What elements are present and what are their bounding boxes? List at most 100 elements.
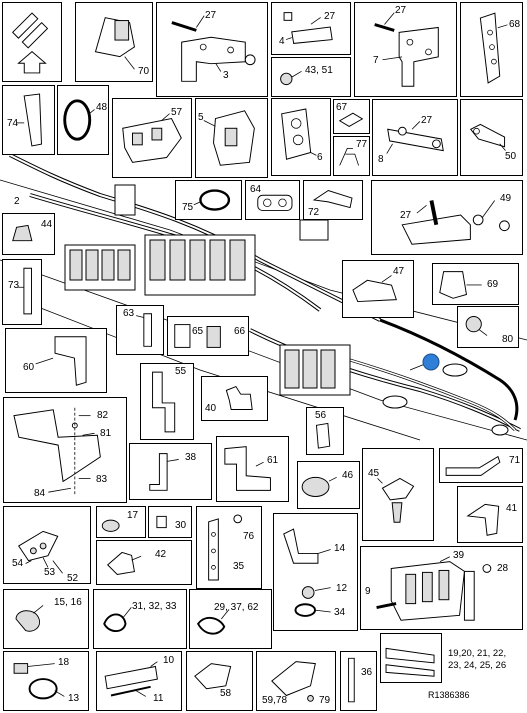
vehicle-front-arrow-icon (11, 12, 49, 74)
callout-6: 6 (317, 152, 323, 163)
callout-39: 39 (453, 550, 465, 561)
callout-36: 36 (361, 667, 373, 678)
part-box-38: 38 (129, 443, 212, 500)
part-box-10-11: 10 11 (96, 651, 182, 711)
part-box-80: 80 (457, 306, 519, 348)
callout-50: 50 (505, 151, 517, 162)
callout-60: 60 (23, 362, 35, 373)
callout-81: 81 (100, 428, 112, 439)
callout-66: 66 (234, 326, 246, 337)
callout-2: 2 (14, 196, 20, 207)
part-box-14-12-34: 14 12 34 (273, 513, 358, 631)
part-box-17: 17 (96, 506, 146, 538)
callout-68: 68 (509, 19, 521, 30)
callout-82: 82 (97, 410, 109, 421)
callout-45: 45 (368, 468, 380, 479)
callout-35: 35 (233, 561, 245, 572)
callout-54: 54 (12, 558, 24, 569)
part-box-43-51: 43, 51 (271, 57, 351, 97)
callout-74: 74 (7, 118, 19, 129)
callout-79: 79 (319, 695, 331, 706)
part-box-73: 73 (2, 259, 42, 325)
part-box-57: 57 (112, 98, 192, 178)
part-box-15-16: 15, 16 (3, 589, 89, 649)
part-box-5: 5 (195, 98, 268, 178)
part-box-76-35: 76 35 (196, 506, 262, 589)
part-box-71: 71 (439, 448, 523, 483)
callout-61: 61 (267, 455, 279, 466)
callout-19-26: 19,20, 21, 22, 23, 24, 25, 26 (448, 648, 506, 672)
callout-27a: 27 (205, 10, 217, 21)
part-box-46: 46 (297, 461, 360, 509)
callout-55: 55 (175, 366, 187, 377)
part-box-41: 41 (457, 486, 523, 543)
reference-number: R1386386 (428, 690, 470, 700)
callout-7: 7 (373, 55, 379, 66)
callout-27b: 27 (324, 11, 336, 22)
part-box-49-27: 27 49 (371, 180, 523, 255)
callout-64: 64 (250, 184, 262, 195)
part-box-64: 64 (245, 180, 300, 220)
part-box-40: 40 (201, 376, 268, 421)
callout-59-78: 59,78 (262, 695, 288, 706)
part-box-29-37-62: 29, 37, 62 (189, 589, 272, 649)
part-box-75: 75 (175, 180, 242, 220)
part-box-36: 36 (340, 651, 377, 711)
callout-12: 12 (336, 583, 348, 594)
part-box-47: 47 (342, 260, 414, 318)
callout-1-marker (422, 353, 440, 371)
part-box-4-27: 27 4 (271, 2, 351, 55)
callout-52: 52 (67, 573, 79, 584)
main-wiring-harness-drawing: 1 2 (0, 140, 527, 460)
part-box-39-28-9: 39 28 9 (360, 546, 523, 630)
callout-42: 42 (155, 549, 167, 560)
callout-58: 58 (220, 688, 232, 699)
callout-75: 75 (182, 202, 194, 213)
callout-73: 73 (8, 280, 20, 291)
callout-67: 67 (336, 102, 348, 113)
callout-27d: 27 (421, 115, 433, 126)
part-box-19-26 (380, 633, 442, 683)
part-box-60: 60 (5, 328, 107, 393)
callout-56: 56 (315, 410, 327, 421)
part-box-8-27: 27 8 (372, 99, 458, 176)
callout-49: 49 (500, 193, 512, 204)
callout-15-16: 15, 16 (54, 597, 82, 608)
callout-10: 10 (163, 655, 175, 666)
callout-18: 18 (58, 657, 70, 668)
part-box-67: 67 (333, 99, 370, 134)
part-box-74: 74 (2, 85, 55, 155)
part-box-55: 55 (140, 363, 194, 440)
callout-77: 77 (356, 139, 368, 150)
part-box-50: 50 (460, 99, 523, 176)
callout-34: 34 (334, 607, 346, 618)
callout-5: 5 (198, 112, 204, 123)
callout-80: 80 (502, 334, 514, 345)
callout-63: 63 (123, 308, 135, 319)
part-box-70: 70 (75, 2, 153, 82)
part-box-18-13: 18 13 (3, 651, 89, 711)
callout-31-32-33: 31, 32, 33 (132, 601, 177, 612)
callout-41: 41 (506, 503, 518, 514)
callout-47: 47 (393, 266, 405, 277)
part-box-6: 6 (271, 98, 331, 176)
callout-44: 44 (41, 219, 53, 230)
callout-27c: 27 (395, 5, 407, 16)
part-box-54-53-52: 54 53 52 (3, 506, 91, 584)
callout-43-51: 43, 51 (305, 65, 333, 76)
callout-13: 13 (68, 693, 80, 704)
callout-72: 72 (308, 207, 320, 218)
part-box-30: 30 (148, 506, 192, 538)
callout-40: 40 (205, 403, 217, 414)
callout-57: 57 (171, 107, 183, 118)
part-box-61: 61 (216, 436, 289, 502)
callout-29-37-62: 29, 37, 62 (214, 602, 259, 613)
callout-48: 48 (96, 102, 108, 113)
callout-27e: 27 (400, 210, 412, 221)
callout-38: 38 (185, 452, 197, 463)
part-box-42: 42 (96, 540, 192, 585)
part-box-56: 56 (306, 407, 344, 455)
part-box-72: 72 (303, 180, 363, 220)
part-box-63: 63 (116, 305, 164, 355)
